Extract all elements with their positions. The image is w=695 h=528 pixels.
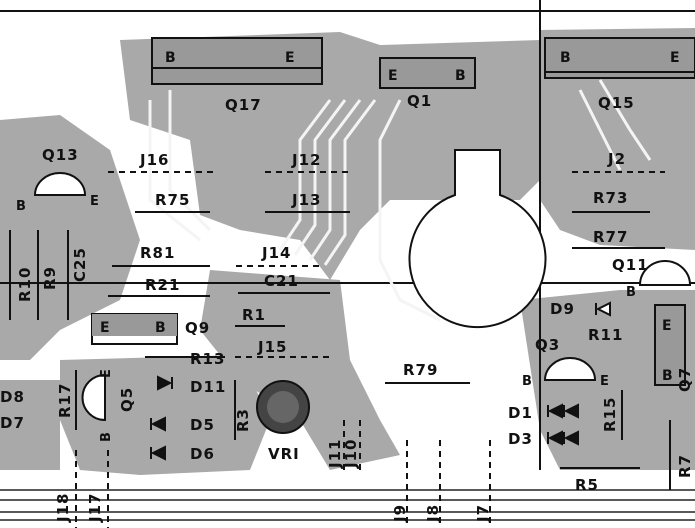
- q3-pin-b: B: [522, 374, 532, 389]
- q15-pad-b: B: [560, 50, 571, 66]
- component-labels: Q17 Q1 Q15 Q13 Q11 Q9 Q3 J16 J12 J13 J14…: [0, 92, 649, 494]
- label-r13: R13: [190, 350, 225, 368]
- label-j17: J17: [86, 493, 104, 523]
- q5-pins: E B: [99, 369, 114, 442]
- component-lines: [9, 171, 671, 528]
- q7-pads: E B: [654, 304, 686, 386]
- label-r75: R75: [155, 191, 190, 209]
- label-q7-partial: Q7: [676, 367, 694, 392]
- diode-d6-symbol: [150, 445, 166, 461]
- label-c21: C21: [264, 272, 299, 290]
- q3-pins: B E: [522, 374, 609, 389]
- q7-pad-e: E: [662, 318, 672, 334]
- q13-pin-e: E: [90, 194, 99, 209]
- label-r79: R79: [403, 361, 438, 379]
- label-r15: R15: [601, 397, 619, 432]
- label-q13: Q13: [42, 146, 79, 164]
- diode-d11-symbol: [157, 375, 173, 391]
- label-j9: J9: [391, 504, 409, 523]
- label-r9: R9: [41, 266, 59, 290]
- label-d11: D11: [190, 378, 226, 396]
- label-r21: R21: [145, 276, 180, 294]
- q3-pin-e: E: [600, 374, 609, 389]
- label-d5: D5: [190, 416, 215, 434]
- label-r3: R3: [234, 408, 252, 432]
- label-vr1: VRI: [268, 445, 300, 463]
- label-r73: R73: [593, 189, 628, 207]
- q13-pin-b: B: [16, 199, 26, 214]
- label-d3: D3: [508, 430, 533, 448]
- label-r7: R7: [676, 454, 694, 478]
- label-j16: J16: [139, 151, 169, 169]
- label-j13: J13: [291, 191, 321, 209]
- q7-pad-b: B: [662, 368, 673, 384]
- label-j8: J8: [424, 504, 442, 523]
- label-j15: J15: [257, 338, 287, 356]
- diode-d1b-symbol: [563, 403, 579, 419]
- q15-pad-e: E: [670, 50, 680, 66]
- label-r17: R17: [56, 383, 74, 418]
- label-r77: R77: [593, 228, 628, 246]
- label-r10: R10: [16, 267, 34, 302]
- label-j2: J2: [607, 150, 626, 168]
- label-q5: Q5: [118, 387, 136, 412]
- q3-outline: [543, 357, 597, 381]
- label-d7: D7: [0, 414, 25, 432]
- label-d8: D8: [0, 388, 25, 406]
- q1-pad-e: E: [388, 68, 398, 84]
- q11-outline: [638, 260, 692, 286]
- q17-pad-b: B: [165, 50, 176, 66]
- diode-d3-symbol: [547, 430, 563, 446]
- q5-pin-e: E: [99, 369, 114, 378]
- q11-pins: B: [626, 285, 636, 300]
- diode-d5-symbol: [150, 416, 166, 432]
- label-c25: C25: [71, 247, 89, 282]
- q5-outline: [81, 373, 106, 422]
- label-q9: Q9: [185, 319, 210, 337]
- q5-pin-b: B: [99, 432, 114, 442]
- label-q17: Q17: [225, 96, 262, 114]
- label-r5: R5: [575, 476, 599, 494]
- q11-pin-b: B: [626, 285, 636, 300]
- label-q11: Q11: [612, 256, 649, 274]
- label-j7: J7: [474, 504, 492, 523]
- transistor-outlines: [33, 172, 692, 422]
- label-d6: D6: [190, 445, 215, 463]
- copper-areas: [0, 28, 695, 475]
- diode-symbols: [150, 301, 611, 461]
- label-j18: J18: [54, 493, 72, 523]
- label-q1: Q1: [407, 92, 432, 110]
- q1-pad-b: B: [455, 68, 466, 84]
- label-q3: Q3: [535, 336, 560, 354]
- label-j10: J10: [342, 439, 360, 469]
- q13-pins: B E: [16, 194, 99, 214]
- label-j11: J11: [326, 439, 344, 469]
- q17-pads: B E: [151, 37, 323, 85]
- label-j12: J12: [291, 151, 321, 169]
- diode-d9-symbol: [595, 301, 611, 317]
- label-q15: Q15: [598, 94, 635, 112]
- copper-traces: [0, 79, 695, 521]
- q9-pad-b: B: [155, 320, 166, 336]
- label-d9: D9: [550, 300, 575, 318]
- q9-pads: E B: [91, 313, 178, 345]
- label-j14: J14: [261, 244, 291, 262]
- mounting-hole: [408, 149, 547, 329]
- q17-pad-e: E: [285, 50, 295, 66]
- diode-d1-symbol: [547, 403, 563, 419]
- vr1-component: [256, 380, 310, 434]
- q15-pads: B E: [544, 37, 695, 79]
- label-r11: R11: [588, 326, 623, 344]
- label-r1: R1: [242, 306, 266, 324]
- label-d1: D1: [508, 404, 533, 422]
- label-r81: R81: [140, 244, 175, 262]
- rotated-labels: R10 R9 C25 R17 Q5 R3 R15 R7 Q7 J18 J17 J…: [16, 247, 694, 523]
- q13-outline: [33, 172, 87, 196]
- diode-d3b-symbol: [563, 430, 579, 446]
- q9-pad-e: E: [100, 320, 110, 336]
- q1-pads: E B: [379, 57, 476, 89]
